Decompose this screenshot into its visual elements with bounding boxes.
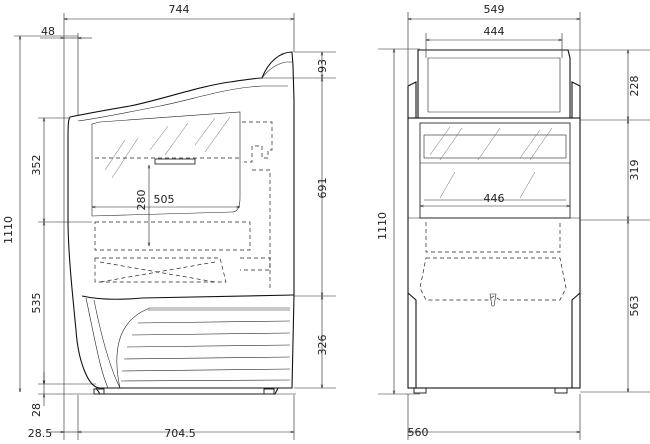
side-base-floor: [95, 387, 279, 395]
side-grille: [120, 309, 291, 382]
side-view: [67, 51, 295, 395]
side-base-front-curve: [81, 294, 295, 300]
dim-front-549: 549: [484, 3, 505, 16]
dim-front-446: 446: [484, 192, 505, 205]
front-tank: [419, 222, 567, 301]
front-body: [407, 117, 581, 389]
dim-side-326: 326: [316, 335, 329, 356]
dim-front-228: 228: [628, 76, 641, 97]
dim-side-352: 352: [30, 155, 43, 176]
side-body-outline: [67, 51, 295, 389]
side-foot-rear: [263, 388, 275, 395]
dim-side-704-5: 704.5: [164, 427, 196, 440]
dim-front-444: 444: [484, 25, 505, 38]
side-canopy-inner: [261, 61, 292, 79]
front-foot-left: [413, 387, 427, 394]
front-view: [407, 49, 581, 394]
front-base: [407, 292, 581, 388]
side-view-dimensions: 744 48 1110 352 535 28 93 691 326: [2, 3, 336, 440]
front-drain: [489, 293, 497, 307]
dim-front-319: 319: [628, 160, 641, 181]
side-base-inner-curve: [116, 307, 290, 389]
front-canopy-inner: [427, 57, 561, 113]
front-side-posts: [407, 81, 581, 118]
dim-side-280: 280: [135, 190, 148, 211]
front-glass-hatch: [429, 126, 553, 199]
dim-side-744: 744: [169, 3, 190, 16]
front-canopy: [417, 49, 571, 119]
side-base-sweep: [85, 297, 121, 389]
dim-front-563: 563: [628, 296, 641, 317]
dim-side-28: 28: [30, 403, 43, 417]
dim-side-505: 505: [154, 193, 175, 206]
dim-side-535: 535: [30, 293, 43, 314]
dim-front-1110: 1110: [376, 212, 389, 240]
side-top-band: [77, 85, 288, 122]
dim-side-691: 691: [316, 178, 329, 199]
front-foot-right: [554, 387, 568, 394]
front-view-dimensions: 549 444 446 1110 228 319 563 560: [376, 3, 650, 440]
side-evaporator: [94, 257, 271, 290]
dim-side-48: 48: [41, 25, 55, 38]
front-glass: [419, 122, 571, 219]
dim-front-560: 560: [408, 426, 429, 439]
side-glass-hatch: [104, 116, 231, 179]
dim-side-93: 93: [316, 59, 329, 73]
side-evap-diag2: [99, 261, 216, 283]
dim-side-28-5: 28.5: [28, 427, 53, 440]
side-display-tank: [94, 157, 251, 251]
side-rear-mech: [240, 121, 273, 271]
side-label-strip: [154, 158, 196, 165]
dim-side-1110: 1110: [2, 216, 15, 244]
